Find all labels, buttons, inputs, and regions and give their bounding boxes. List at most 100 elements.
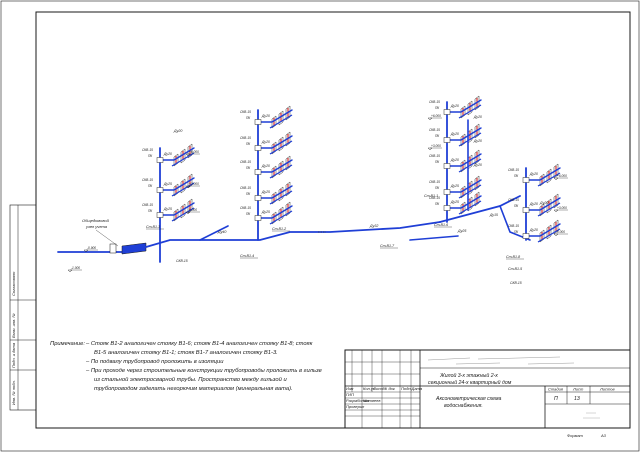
fixture-branch <box>269 140 293 155</box>
diameter-label: Ду20 <box>539 201 548 205</box>
label-pk: ПК <box>514 230 519 234</box>
diameter-label: Ду20 <box>261 140 270 144</box>
elevation-elev-0: 0.000 <box>189 208 197 212</box>
sanitary-fixture <box>269 131 293 155</box>
elevation-elev-main: -0.900 <box>87 246 96 250</box>
sanitary-fixture <box>458 95 482 119</box>
fixture-branch <box>171 152 195 167</box>
valve-box <box>443 189 451 195</box>
sanitary-fixture <box>458 175 482 199</box>
format-label: Формат <box>567 433 584 438</box>
label-skv: СКВ-15 <box>429 154 440 158</box>
sanitary-fixture <box>171 173 195 197</box>
label-skv: СКВ-15 <box>240 186 251 190</box>
floor-branch <box>257 185 293 199</box>
fixture-branch <box>458 200 482 215</box>
fixture-branch <box>269 114 293 129</box>
row-gip: ГИП <box>346 392 354 397</box>
diameter-label-dn15: Ду15 <box>489 213 498 217</box>
fixture-branch <box>171 207 195 222</box>
annotations-layer: Ду20ПКДу25ПКДу25ПКСт.В1-3СКВ-15СКВ-15СКВ… <box>67 100 568 285</box>
notes-line-4: – При проходе через строительные констру… <box>85 368 323 374</box>
valve-box <box>443 109 451 115</box>
label-pk: ПК <box>246 142 251 146</box>
valve-box <box>443 137 451 143</box>
project-name-line2: секционный 24-х квартирный дом <box>428 379 512 386</box>
valve-box <box>522 233 530 239</box>
main-branch-lower <box>409 235 459 241</box>
label-pk: ПК <box>435 186 440 190</box>
fixture-branch <box>458 132 482 147</box>
notes-line-6: трубопроводом заделать негорючим материа… <box>94 386 293 392</box>
floor-branch <box>257 109 293 123</box>
fixture-branch <box>458 158 482 173</box>
label-skv: СКВ-15 <box>429 128 440 132</box>
elevation-elev-0: 0.000 <box>557 230 565 234</box>
hdr-podp: Подп. <box>401 386 412 391</box>
riser-label-st5: Ст.В1-5 <box>508 267 522 271</box>
title-block: Изм Кол.уч Лист № док Подп. Дата ГИП Раз… <box>344 349 631 438</box>
label-skv-low: СКВ-15 <box>510 281 522 285</box>
label-skv: СКВ-15 <box>508 168 519 172</box>
riser-label-st8: Ст.В1-8 <box>506 255 520 259</box>
floor-branch <box>257 205 293 219</box>
label-skv: СКВ-15 <box>240 110 251 114</box>
side-stamp: Согласовано Инв. № подл. Подп. и дата Вз… <box>9 204 37 411</box>
riser-label-st1: Ст.В1-1 <box>424 194 438 198</box>
floor-branch <box>159 177 195 191</box>
floor-branch <box>446 195 482 209</box>
floor-branch <box>257 135 293 149</box>
diameter-label: Ду20 <box>261 114 270 118</box>
diameter-label: Ду20 <box>163 152 172 156</box>
leader-line <box>95 229 119 247</box>
diameter-label: Ду20 <box>450 158 459 162</box>
riser-label-st4: Ст.В1-4 <box>240 254 254 258</box>
label-pk: ПК <box>246 192 251 196</box>
diameter-label: Ду20 <box>450 132 459 136</box>
main-branch <box>199 225 229 241</box>
notes-line-1: – Стояк В1-2 аналогичен стояку В1-6; сто… <box>85 341 313 347</box>
hdr-list: Лист <box>372 386 384 391</box>
label-skv: СКВ-15 <box>429 196 440 200</box>
diameter-label: Ду20 <box>173 129 182 133</box>
label-skv: СКВ-15 <box>142 178 153 182</box>
notes-line-5: из стальной электросварной трубы. Простр… <box>94 376 287 383</box>
col-sheets: Листов <box>599 387 615 392</box>
diameter-label: Ду20 <box>473 139 482 143</box>
valve-box <box>522 177 530 183</box>
diameter-label: Ду20 <box>473 163 482 167</box>
sheet-name-line1: Аксонометрическая схема <box>435 396 502 402</box>
stamp-vzam-inv: Взам. инв. № <box>11 313 16 338</box>
label-skv: СКВ-15 <box>429 180 440 184</box>
stamp-inv-podl: Инв. № подл. <box>11 380 16 405</box>
fixture-branch <box>269 164 293 179</box>
stage-value: П <box>554 396 558 402</box>
fixture-branch <box>458 104 482 119</box>
diameter-label: Ду25 <box>261 210 270 214</box>
meter-label-line2: узел учета <box>85 224 108 229</box>
label-skv: СКВ-15 <box>240 160 251 164</box>
diameter-label: Ду20 <box>261 164 270 168</box>
valve-box <box>156 187 164 193</box>
stamp-soglasovano: Согласовано <box>11 271 16 296</box>
row-razrab-name: Матвеев <box>363 398 380 403</box>
riser-label-st3: Ст.В1-3 <box>146 225 160 229</box>
diameter-label: Ду25 <box>163 207 172 211</box>
diameter-label: Ду20 <box>529 228 538 232</box>
valve-box <box>443 205 451 211</box>
floor-branch <box>446 99 482 113</box>
diameter-label: Ду20 <box>529 172 538 176</box>
fixture-branch <box>269 190 293 205</box>
fixture-branch <box>537 172 561 187</box>
riser-label-st6: Ст.В1-6 <box>434 223 448 227</box>
notes-label: Примечание: <box>50 341 85 347</box>
floor-branch <box>525 223 561 237</box>
elevation-elev-6: +6.000 <box>557 174 567 178</box>
fixture-branch <box>269 210 293 225</box>
diameter-label: Ду20 <box>529 202 538 206</box>
stamp-podp-data: Подп. и дата <box>11 342 16 368</box>
floor-branch <box>525 167 561 181</box>
label-skv-low: СКВ-15 <box>176 259 188 263</box>
sanitary-fixture <box>269 201 293 225</box>
